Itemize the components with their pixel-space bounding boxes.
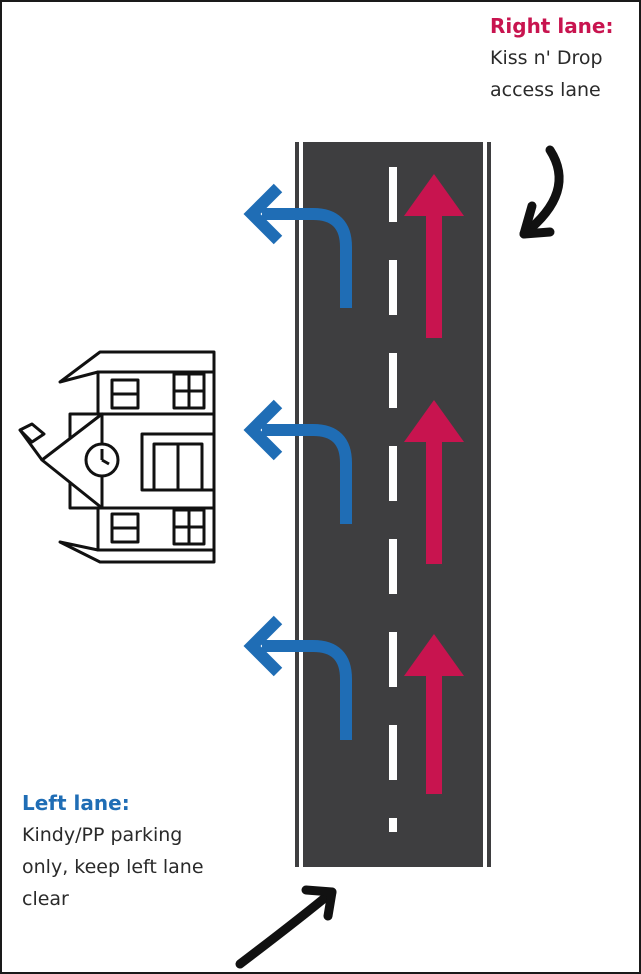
- curved-pointer-arrow-icon: [235, 885, 337, 969]
- straight-arrow-icon: [404, 174, 464, 338]
- left-turn-arrow-icon: [243, 615, 352, 740]
- right-lane-description-line: access lane: [490, 79, 601, 101]
- straight-arrow-icon: [404, 400, 464, 564]
- curved-pointer-arrow-icon: [519, 145, 564, 239]
- straight-arrow-icon: [404, 634, 464, 794]
- school-building-icon: [18, 350, 216, 564]
- left-lane-description-line: only, keep left lane: [22, 856, 204, 878]
- left-lane-caption: Left lane: Kindy/PP parking only, keep l…: [22, 787, 302, 915]
- right-lane-description-line: Kiss n' Drop: [490, 47, 603, 69]
- left-lane-heading: Left lane:: [22, 791, 130, 815]
- right-lane-heading: Right lane:: [490, 14, 614, 38]
- left-turn-arrow-icon: [243, 399, 352, 524]
- left-turn-arrow-icon: [243, 183, 352, 308]
- right-lane-caption: Right lane: Kiss n' Drop access lane: [490, 10, 639, 106]
- left-lane-description-line: clear: [22, 888, 69, 910]
- left-lane-description-line: Kindy/PP parking: [22, 824, 183, 846]
